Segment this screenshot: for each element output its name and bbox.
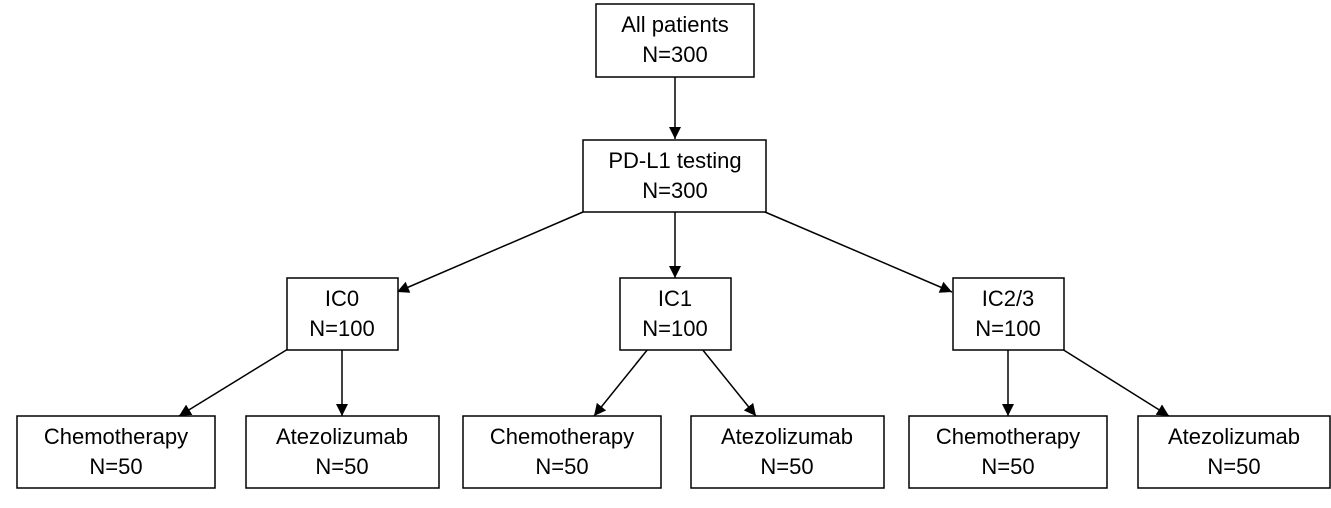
node-ic0-chemotherapy: Chemotherapy N=50 xyxy=(16,415,216,489)
node-ic1-count: N=100 xyxy=(642,316,707,341)
node-ic23-atezolizumab: Atezolizumab N=50 xyxy=(1137,415,1331,489)
edge-ic1-to-chemotherapy xyxy=(593,348,649,417)
node-ic23-chemotherapy: Chemotherapy N=50 xyxy=(908,415,1108,489)
node-ic23-atezolizumab-count: N=50 xyxy=(1207,454,1260,479)
edge-pdl1-to-ic23 xyxy=(764,211,953,293)
node-ic0-chemotherapy-count: N=50 xyxy=(89,454,142,479)
node-ic1-atezolizumab: Atezolizumab N=50 xyxy=(690,415,885,489)
edge-ic0-to-chemotherapy xyxy=(178,348,289,417)
node-ic23-count: N=100 xyxy=(975,316,1040,341)
node-ic0-count: N=100 xyxy=(309,316,374,341)
edge-ic1-to-atezolizumab xyxy=(701,348,757,417)
node-ic23-label: IC2/3 xyxy=(982,286,1035,311)
node-ic0-chemotherapy-label: Chemotherapy xyxy=(44,424,188,449)
node-pdl1-testing-label: PD-L1 testing xyxy=(608,148,741,173)
node-ic1: IC1 N=100 xyxy=(619,277,732,351)
node-ic23: IC2/3 N=100 xyxy=(952,277,1065,351)
node-ic1-chemotherapy-count: N=50 xyxy=(535,454,588,479)
edge-ic23-to-atezolizumab xyxy=(1061,348,1170,417)
node-ic1-atezolizumab-label: Atezolizumab xyxy=(721,424,853,449)
node-ic0: IC0 N=100 xyxy=(286,277,399,351)
node-ic0-atezolizumab: Atezolizumab N=50 xyxy=(245,415,440,489)
node-all-patients-count: N=300 xyxy=(642,42,707,67)
node-ic23-chemotherapy-label: Chemotherapy xyxy=(936,424,1080,449)
edge-pdl1-to-ic0 xyxy=(396,211,584,293)
node-ic0-atezolizumab-count: N=50 xyxy=(315,454,368,479)
node-ic0-atezolizumab-label: Atezolizumab xyxy=(276,424,408,449)
node-pdl1-testing: PD-L1 testing N=300 xyxy=(582,139,767,213)
node-ic23-atezolizumab-label: Atezolizumab xyxy=(1168,424,1300,449)
node-ic1-label: IC1 xyxy=(658,286,692,311)
node-all-patients: All patients N=300 xyxy=(595,3,755,78)
node-all-patients-label: All patients xyxy=(621,12,729,37)
node-pdl1-testing-count: N=300 xyxy=(642,178,707,203)
node-ic23-chemotherapy-count: N=50 xyxy=(981,454,1034,479)
node-ic0-label: IC0 xyxy=(325,286,359,311)
node-ic1-atezolizumab-count: N=50 xyxy=(760,454,813,479)
node-ic1-chemotherapy: Chemotherapy N=50 xyxy=(462,415,662,489)
node-ic1-chemotherapy-label: Chemotherapy xyxy=(490,424,634,449)
